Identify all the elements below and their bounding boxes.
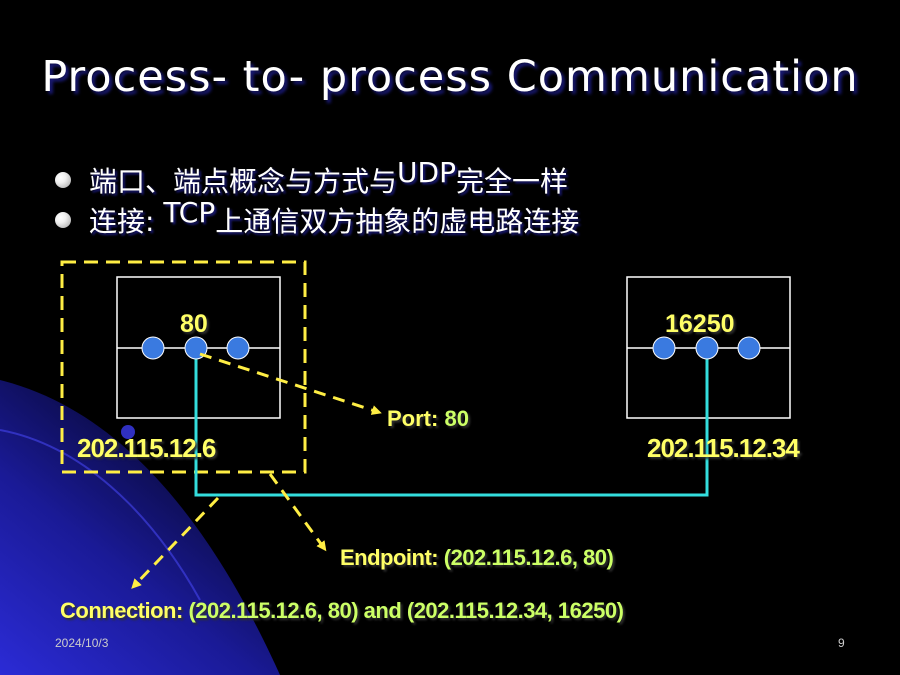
endpoint-callout: Endpoint: (202.115.12.6, 80) (340, 545, 614, 571)
bullet-text: 端口、端点概念与方式与 (89, 165, 398, 198)
bullet-text: 上通信双方抽象的虚电路连接 (215, 205, 580, 238)
port-circle-16250 (695, 336, 719, 360)
port-callout-key: Port: (387, 406, 445, 431)
connection-callout: Connection: (202.115.12.6, 80) and (202.… (60, 598, 624, 624)
port-arrow (199, 352, 382, 415)
connection-line (194, 348, 709, 497)
bullet-text: 连接: (89, 205, 164, 238)
right-host-ip: 202.115.12.34 (647, 433, 800, 463)
bullet-dot-icon (55, 212, 71, 228)
bullet-dot-icon (55, 172, 71, 188)
endpoint-callout-value: (202.115.12.6, 80) (443, 545, 614, 570)
connection-arrow (131, 496, 220, 589)
endpoint-arrow (268, 473, 327, 552)
right-port-number: 16250 (665, 310, 735, 338)
left-port-number: 80 (180, 310, 208, 338)
corner-orb (121, 425, 135, 439)
corner-swoosh-highlight (0, 429, 201, 601)
bullet-text: 完全一样 (455, 165, 568, 198)
endpoint-callout-key: Endpoint: (340, 545, 444, 570)
port-callout: Port: 80 (387, 406, 469, 432)
port-callout-value: 80 (444, 406, 469, 431)
bullet-item: 端口、端点概念与方式与UDP完全一样 (55, 156, 568, 200)
left-host-dashed-outline (60, 260, 307, 474)
port-circle (226, 336, 250, 360)
port-circle (141, 336, 165, 360)
left-host-ip: 202.115.12.6 (77, 433, 216, 463)
corner-swoosh (0, 380, 280, 675)
slide-title: Process- to- process Communication (41, 52, 859, 102)
port-circle (737, 336, 761, 360)
bullet-protocol: UDP (397, 156, 456, 189)
footer-page-number: 9 (838, 636, 845, 650)
bullet-protocol: TCP (163, 196, 216, 229)
connection-callout-key: Connection: (60, 598, 189, 623)
bullet-item: 连接: TCP上通信双方抽象的虚电路连接 (55, 196, 580, 240)
port-circle (652, 336, 676, 360)
connection-callout-value: (202.115.12.6, 80) and (202.115.12.34, 1… (188, 598, 624, 623)
footer-date: 2024/10/3 (55, 636, 109, 650)
